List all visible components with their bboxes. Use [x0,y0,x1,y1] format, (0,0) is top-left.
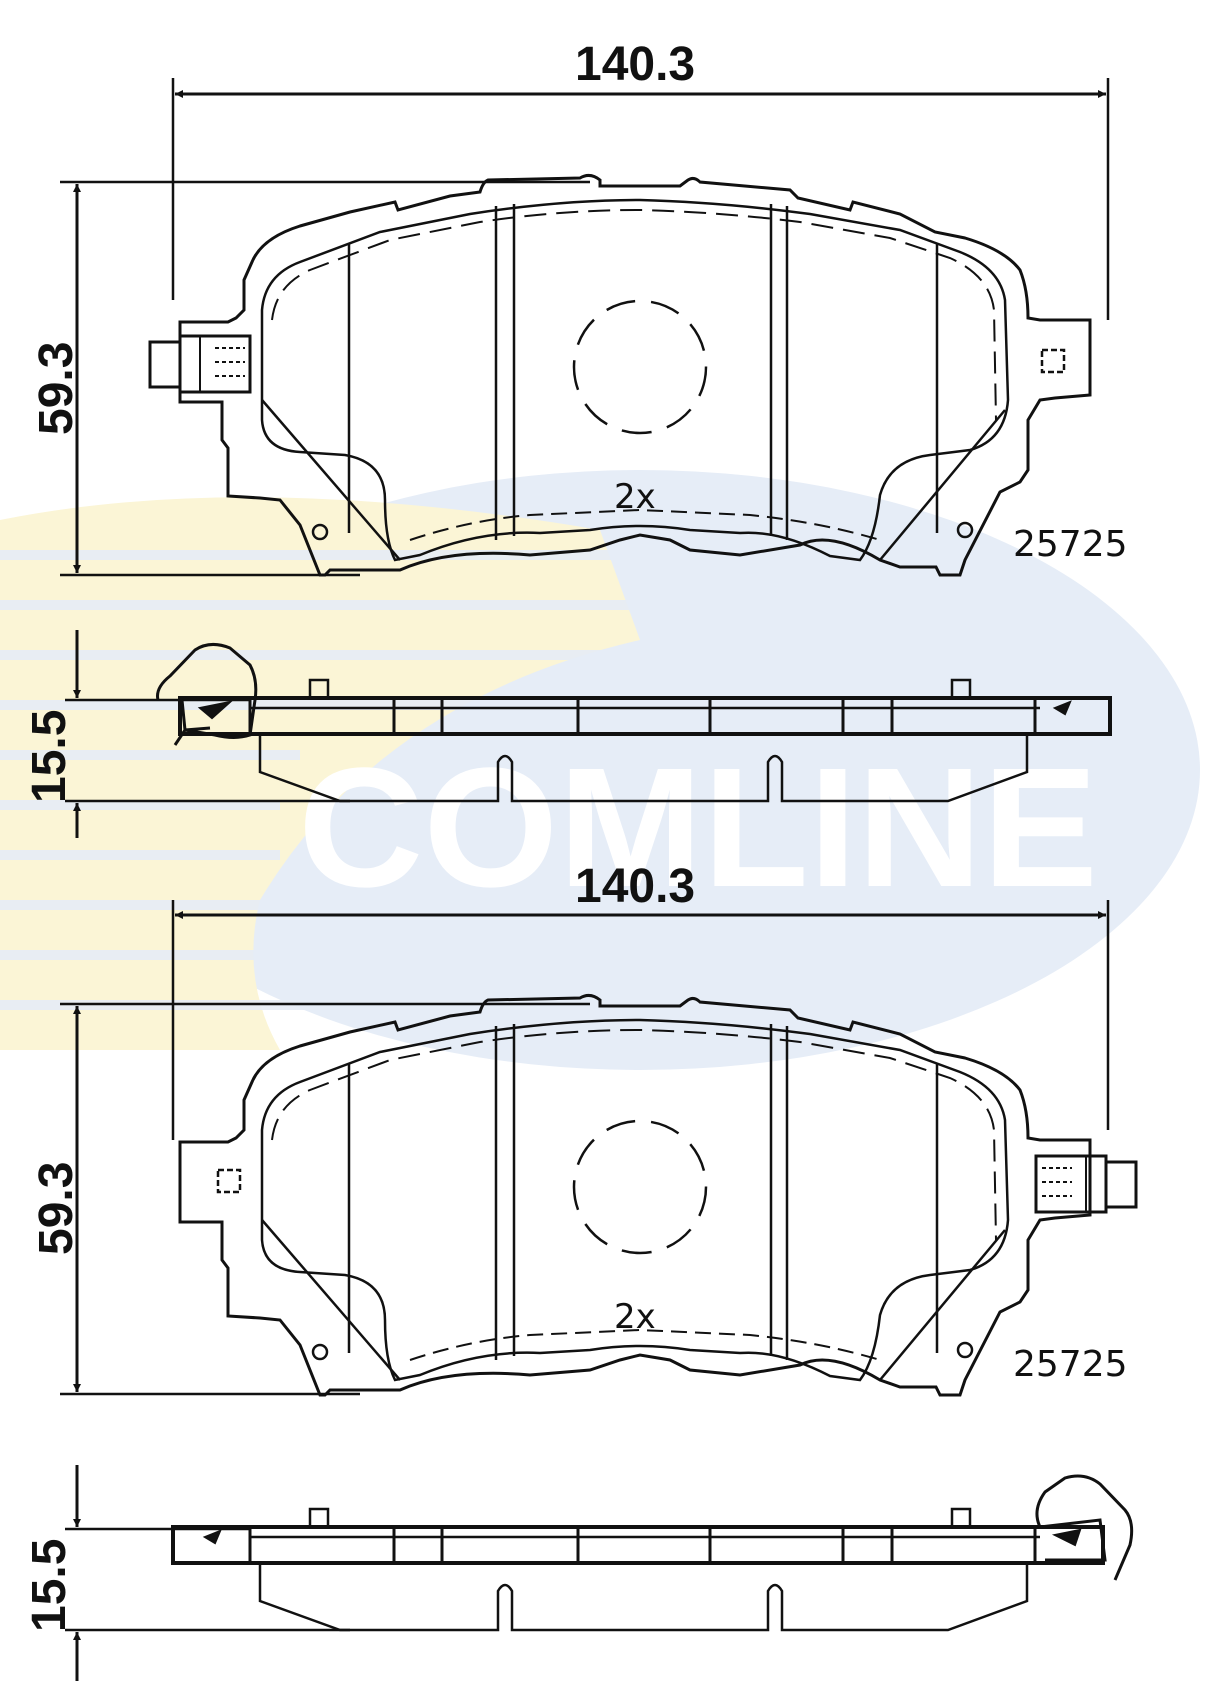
side-view-1 [65,630,1112,838]
width-dimension-label: 140.3 [575,38,695,91]
quantity-label: 2x [614,477,656,517]
front-view-2 [60,900,1138,1397]
quantity-label: 2x [614,1297,656,1337]
height-dimension-label: 59.3 [30,1162,83,1255]
side-view-2 [65,1465,1134,1681]
front-view-1 [60,78,1110,577]
part-number-label: 25725 [1013,524,1128,565]
part-number-label: 25725 [1013,1344,1128,1385]
watermark-text: COMLINE [298,733,1098,923]
width-dimension-label: 140.3 [575,860,695,913]
thickness-dimension-label: 15.5 [23,710,76,803]
thickness-dimension-label: 15.5 [23,1539,76,1632]
height-dimension-label: 59.3 [30,342,83,435]
front-view-2-labels: 140.3 59.3 2x 25725 [30,860,1128,1385]
front-view-1-labels: 140.3 59.3 2x 25725 [30,38,1128,565]
side-view-1-labels: 15.5 [23,710,76,803]
side-view-2-labels: 15.5 [23,1539,76,1632]
